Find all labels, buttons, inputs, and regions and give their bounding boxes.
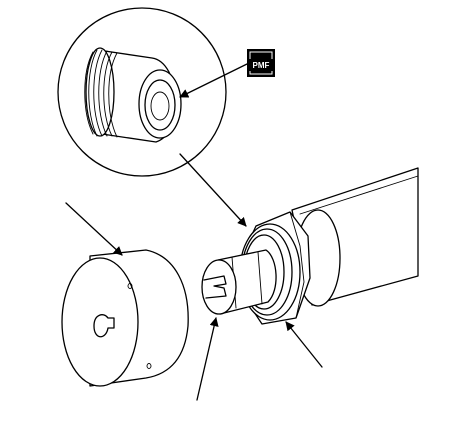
collar-front-face (61, 257, 139, 387)
pmf-leader-arrow (179, 63, 248, 98)
shaft (201, 249, 277, 315)
shaft-leader-arrow (196, 317, 219, 401)
collar-leader-arrow (65, 202, 123, 256)
detail-inset (57, 7, 227, 177)
pmf-symbol: PMF (247, 49, 275, 77)
thread-detail (84, 47, 118, 138)
pmf-symbol-label: PMF (253, 61, 270, 70)
collar (61, 249, 189, 387)
collar-bore (93, 314, 115, 338)
washer-leader-arrow (285, 321, 323, 368)
inset-leader-arrow (179, 153, 247, 227)
